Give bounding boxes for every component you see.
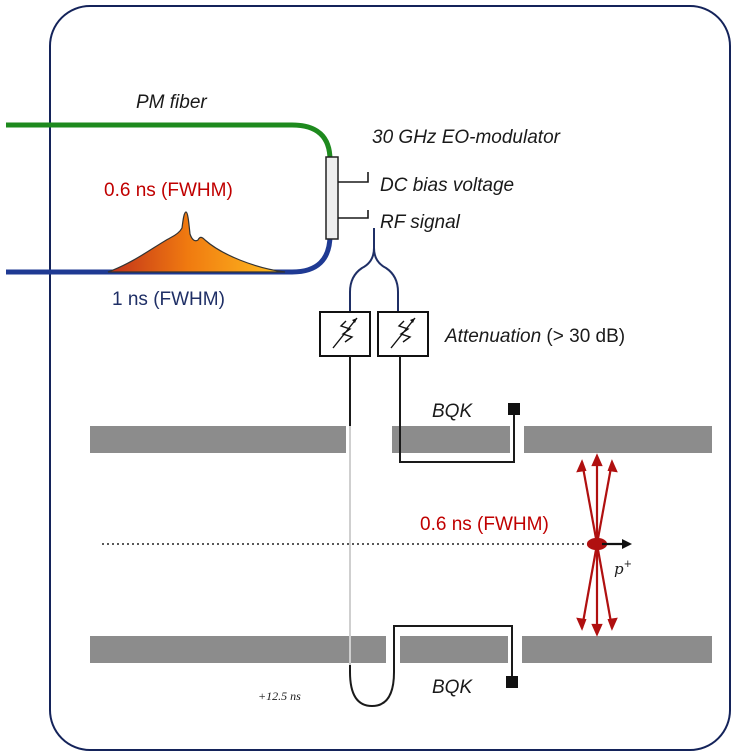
rf-signal-lead xyxy=(338,210,369,219)
pipe-gap-top-right xyxy=(510,426,524,453)
frame-border xyxy=(49,5,731,751)
attenuator-left xyxy=(319,311,371,357)
variable-attenuator-icon xyxy=(332,317,358,349)
square-connector-icon xyxy=(506,676,518,688)
pm-fiber-label: PM fiber xyxy=(136,92,207,113)
attenuator-right xyxy=(377,311,429,357)
fiber-blue xyxy=(6,234,333,275)
modulator-label: 30 GHz EO-modulator xyxy=(372,127,561,148)
pulse-wide-label: 1 ns (FWHM) xyxy=(112,289,225,310)
dc-bias-lead xyxy=(338,172,369,183)
beam-pipe-bottom-wall xyxy=(90,636,712,663)
bunch-width-label: 0.6 ns (FWHM) xyxy=(420,514,549,535)
proton-label: p+ xyxy=(614,559,632,578)
pipe-gap-bottom-right xyxy=(508,636,522,663)
delay-label: +12.5 ns xyxy=(258,689,301,703)
rf-splitter-cable xyxy=(349,228,399,312)
pulse-narrow-label: 0.6 ns (FWHM) xyxy=(104,180,233,201)
square-connector-icon xyxy=(508,403,520,415)
pm-fiber-green xyxy=(6,122,333,161)
cable-top-bqk xyxy=(399,356,515,463)
attenuation-label: Attenuation (> 30 dB) xyxy=(444,326,625,347)
rf-signal-label: RF signal xyxy=(380,212,461,233)
bqk-top-label: BQK xyxy=(432,401,473,422)
proton-bunch xyxy=(576,453,618,637)
delay-loop-cable xyxy=(349,625,513,708)
bqk-bottom-label: BQK xyxy=(432,677,473,698)
eo-modulator xyxy=(325,156,339,240)
variable-attenuator-icon xyxy=(390,317,416,349)
dc-bias-label: DC bias voltage xyxy=(380,175,514,196)
pipe-gap-top-left xyxy=(346,426,392,453)
laser-pulse xyxy=(107,211,286,273)
